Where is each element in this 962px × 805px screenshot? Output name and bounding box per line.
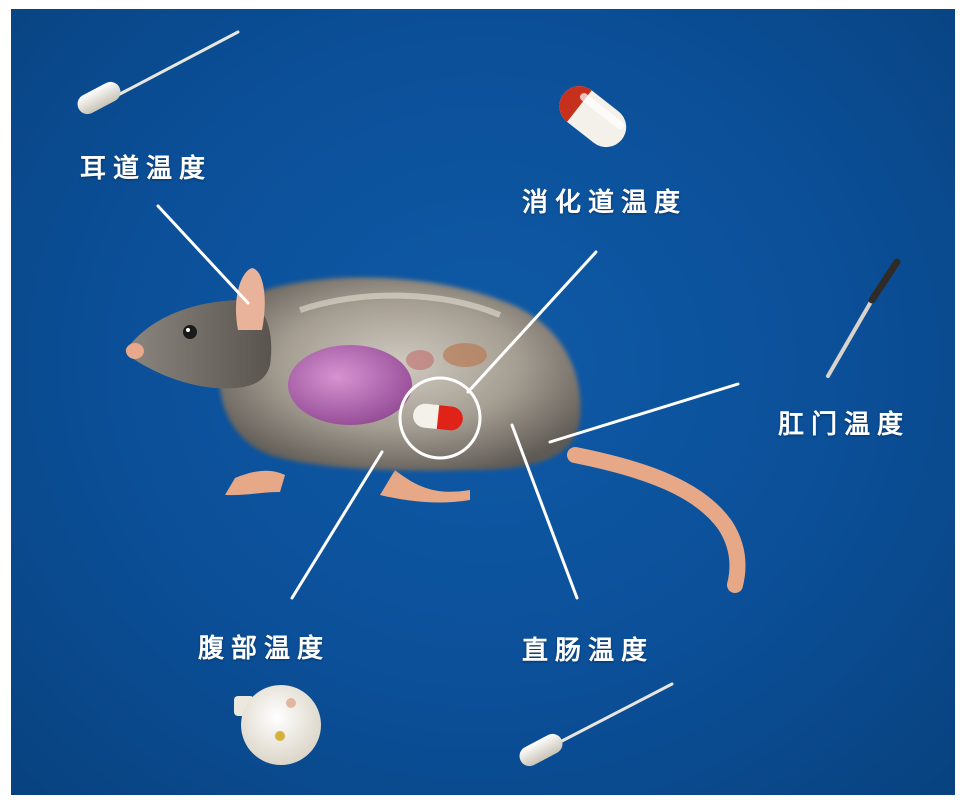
abdominal-temperature-label: 腹部温度	[198, 628, 330, 665]
abdominal-disc-icon	[234, 685, 321, 765]
abdominal-leader-line	[292, 452, 382, 598]
ear-temperature-label: 耳道温度	[80, 148, 212, 185]
rectal-temperature-label: 直肠温度	[522, 630, 654, 667]
ear-leader-line	[158, 206, 248, 303]
rectal-probe-icon	[516, 684, 672, 770]
anal-temperature-label: 肛门温度	[778, 404, 910, 441]
digestive-temperature-label: 消化道温度	[522, 182, 687, 219]
anal-probe-icon	[828, 262, 897, 376]
rat-illustration	[126, 268, 738, 585]
capsule-pill-icon	[551, 78, 634, 155]
ear-probe-icon	[74, 32, 238, 118]
